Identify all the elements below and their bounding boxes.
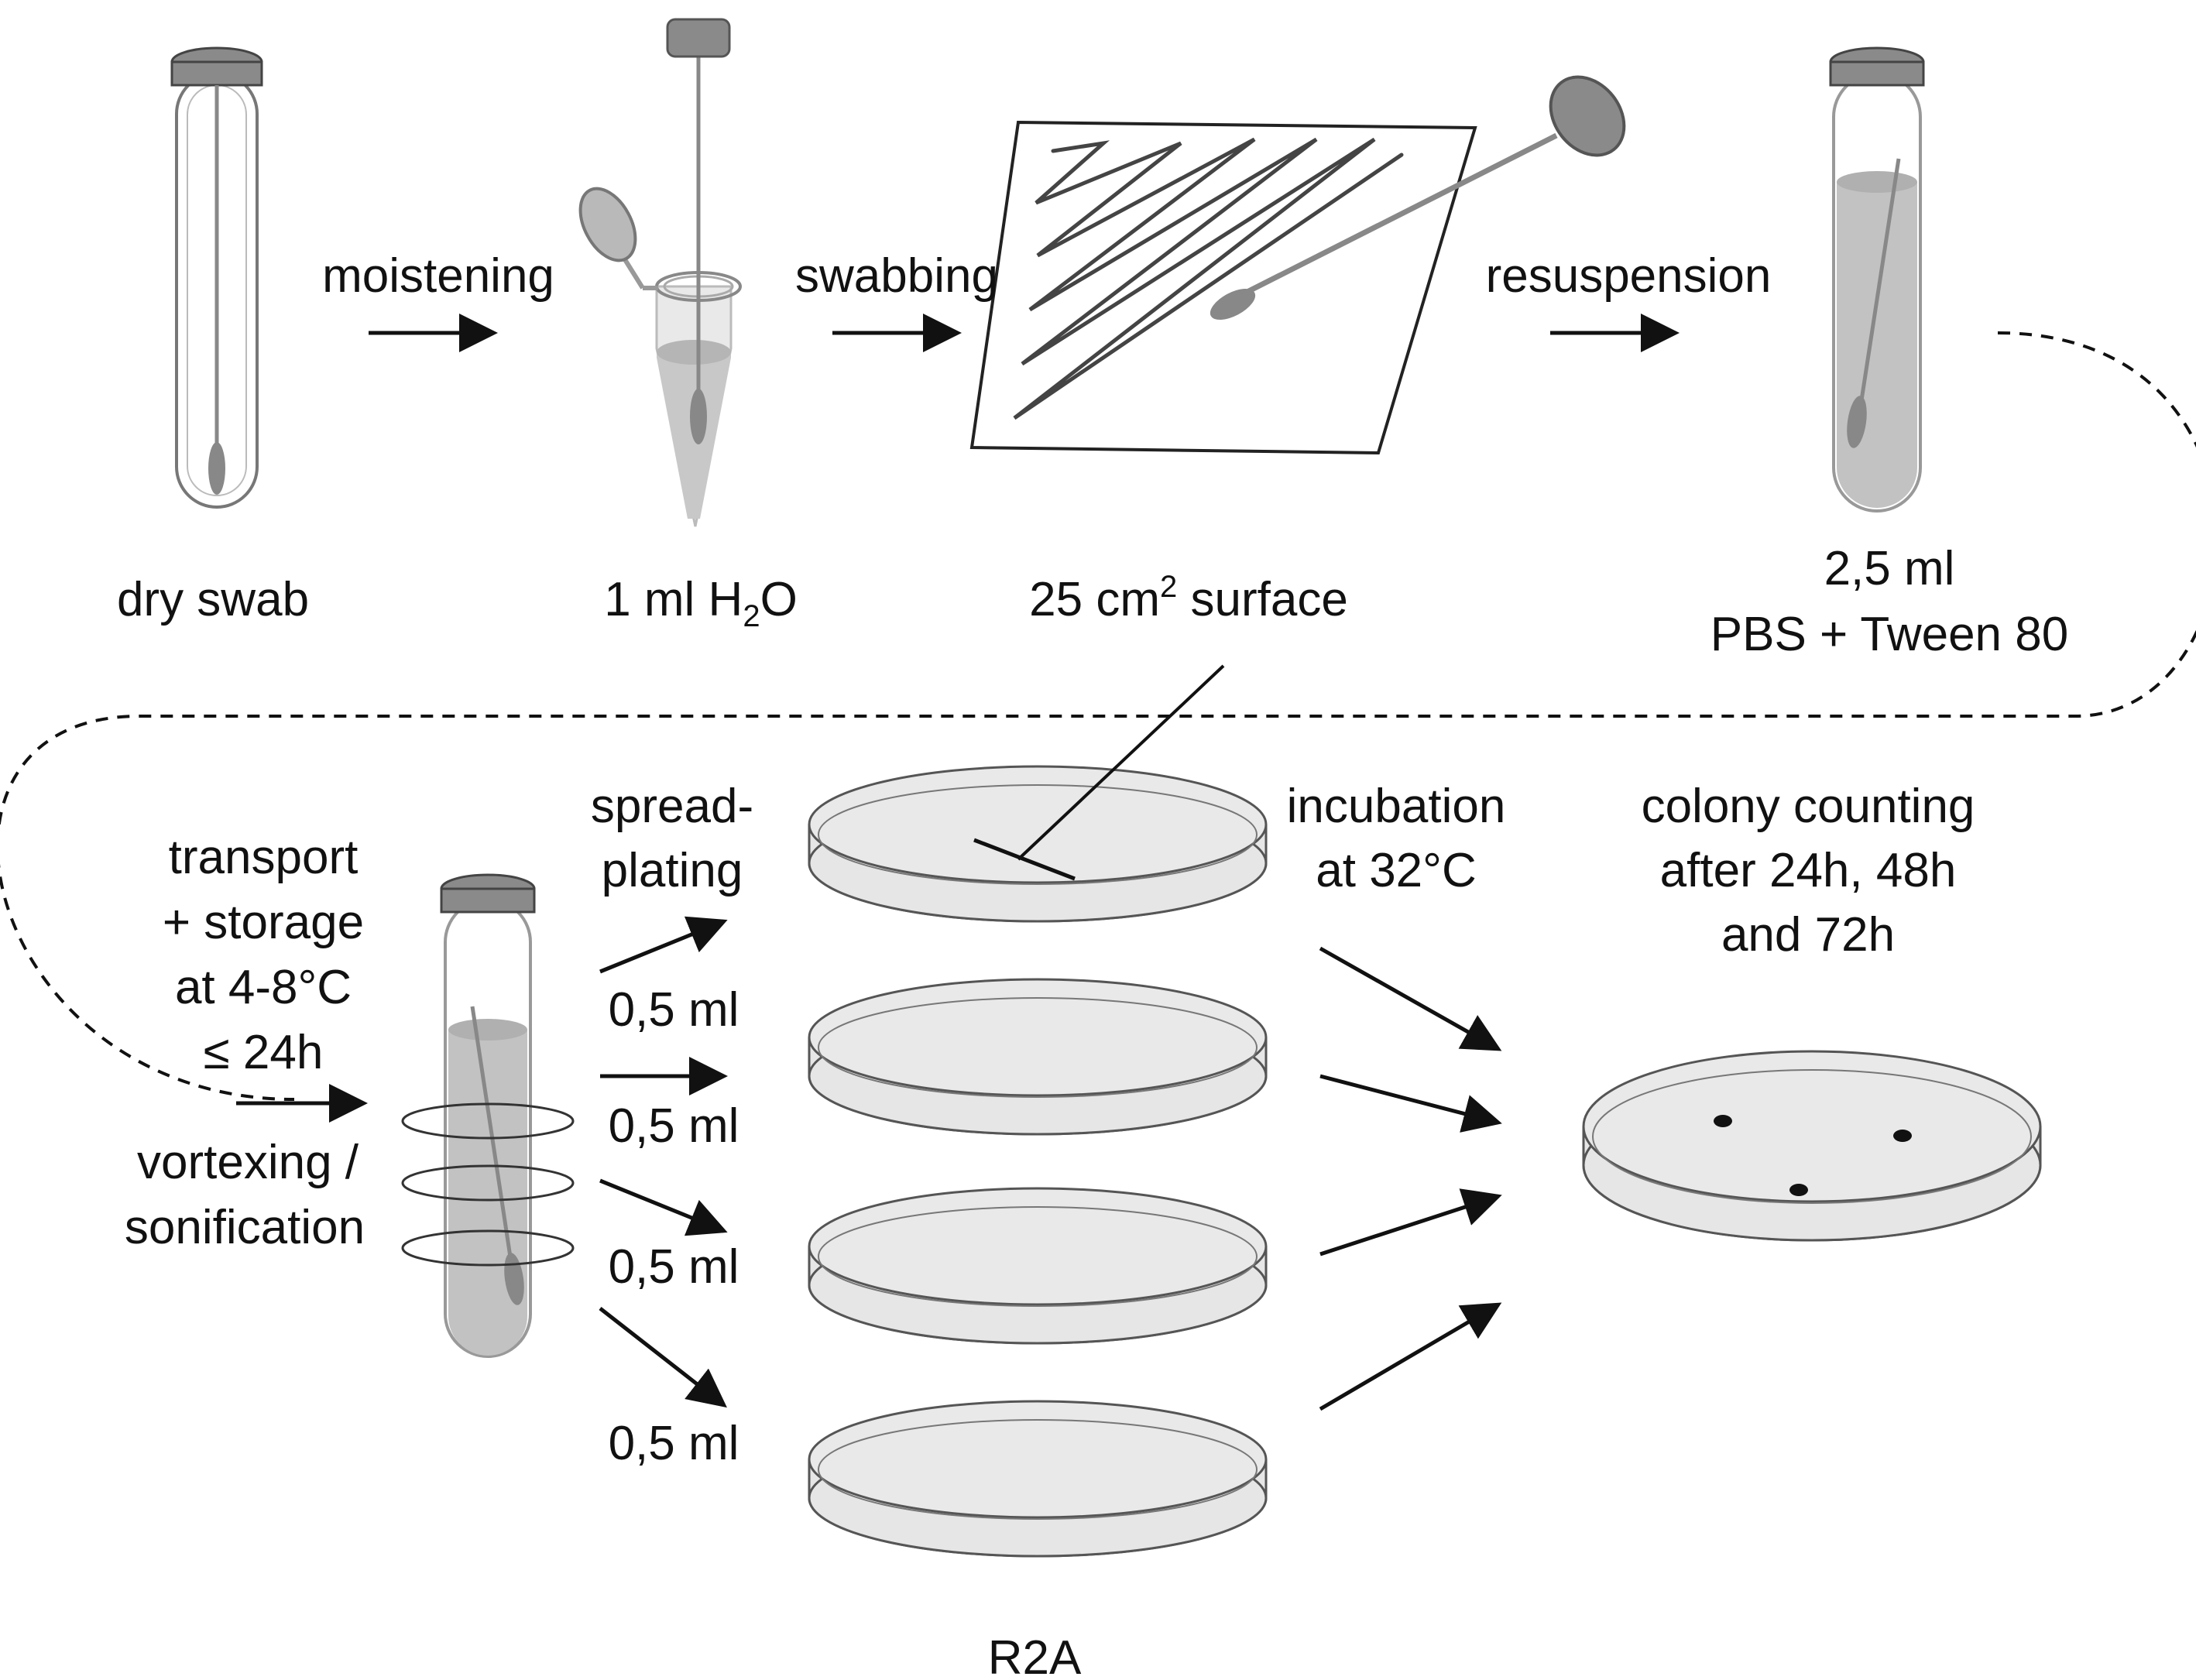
surface-pointer-bar	[973, 838, 1076, 881]
swab-zigzag-pattern	[1013, 137, 1404, 420]
spread-plating-label-1: spread-	[591, 780, 753, 833]
dry-swab-label: dry swab	[117, 573, 309, 626]
incubation-arrow-4	[1319, 1302, 1502, 1411]
swab-surface	[969, 75, 1626, 455]
surface-area-label: 25 cm2 surface	[1029, 570, 1348, 626]
incubation-arrow-2	[1319, 1074, 1502, 1133]
volume-label-1: 0,5 ml	[609, 983, 739, 1037]
colony-counting-label-2: after 24h, 48h	[1660, 844, 1957, 897]
resuspension-label: resuspension	[1486, 249, 1772, 303]
buffer-composition-label: PBS + Tween 80	[1710, 608, 2068, 661]
colony-count-plate	[1582, 1050, 2042, 1242]
volume-label-2: 0,5 ml	[609, 1099, 739, 1153]
incubation-arrow-1	[1319, 946, 1502, 1051]
colony-dot	[1789, 1184, 1808, 1196]
petri-dish-4	[808, 1400, 1268, 1558]
dashed-connector	[0, 331, 2196, 1101]
swabbing-label: swabbing	[795, 249, 998, 303]
colony-counting-label-1: colony counting	[1642, 780, 1975, 833]
buffer-volume-label: 2,5 ml	[1824, 542, 1955, 595]
resuspension-tube	[1829, 46, 1925, 513]
petri-dish-1	[808, 765, 1268, 923]
transport-label-3: at 4-8°C	[175, 961, 352, 1014]
water-volume-label: 1 ml H2O	[604, 573, 798, 633]
volume-label-3: 0,5 ml	[609, 1240, 739, 1294]
vortex-label-1: vortexing /	[137, 1136, 359, 1189]
incubation-label-1: incubation	[1287, 780, 1506, 833]
volume-label-4: 0,5 ml	[609, 1417, 739, 1470]
dry-swab-tube	[170, 46, 263, 509]
incubation-label-2: at 32°C	[1316, 844, 1476, 897]
vortexing-tube	[440, 873, 536, 1358]
plating-arrow-1	[599, 916, 728, 974]
water-microtube	[578, 18, 742, 527]
colony-counting-label-3: and 72h	[1721, 908, 1895, 962]
vortex-label-2: sonification	[125, 1201, 365, 1254]
petri-dish-3	[808, 1187, 1268, 1345]
surface-pointer-line	[1017, 664, 1225, 861]
transport-label-1: transport	[169, 831, 359, 884]
transport-label-2: + storage	[163, 896, 364, 949]
colony-dot	[1893, 1130, 1912, 1142]
vortex-rings	[401, 1102, 575, 1267]
incubation-arrow-3	[1319, 1188, 1502, 1257]
colony-dot	[1714, 1115, 1732, 1127]
transport-label-4: ≤ 24h	[204, 1026, 324, 1079]
plating-arrow-3	[599, 1178, 728, 1236]
spread-plating-label-2: plating	[602, 844, 743, 897]
medium-label: R2A	[988, 1631, 1082, 1680]
plating-arrow-4	[599, 1307, 727, 1408]
petri-dish-2	[808, 978, 1268, 1136]
moistening-label: moistening	[322, 249, 554, 303]
